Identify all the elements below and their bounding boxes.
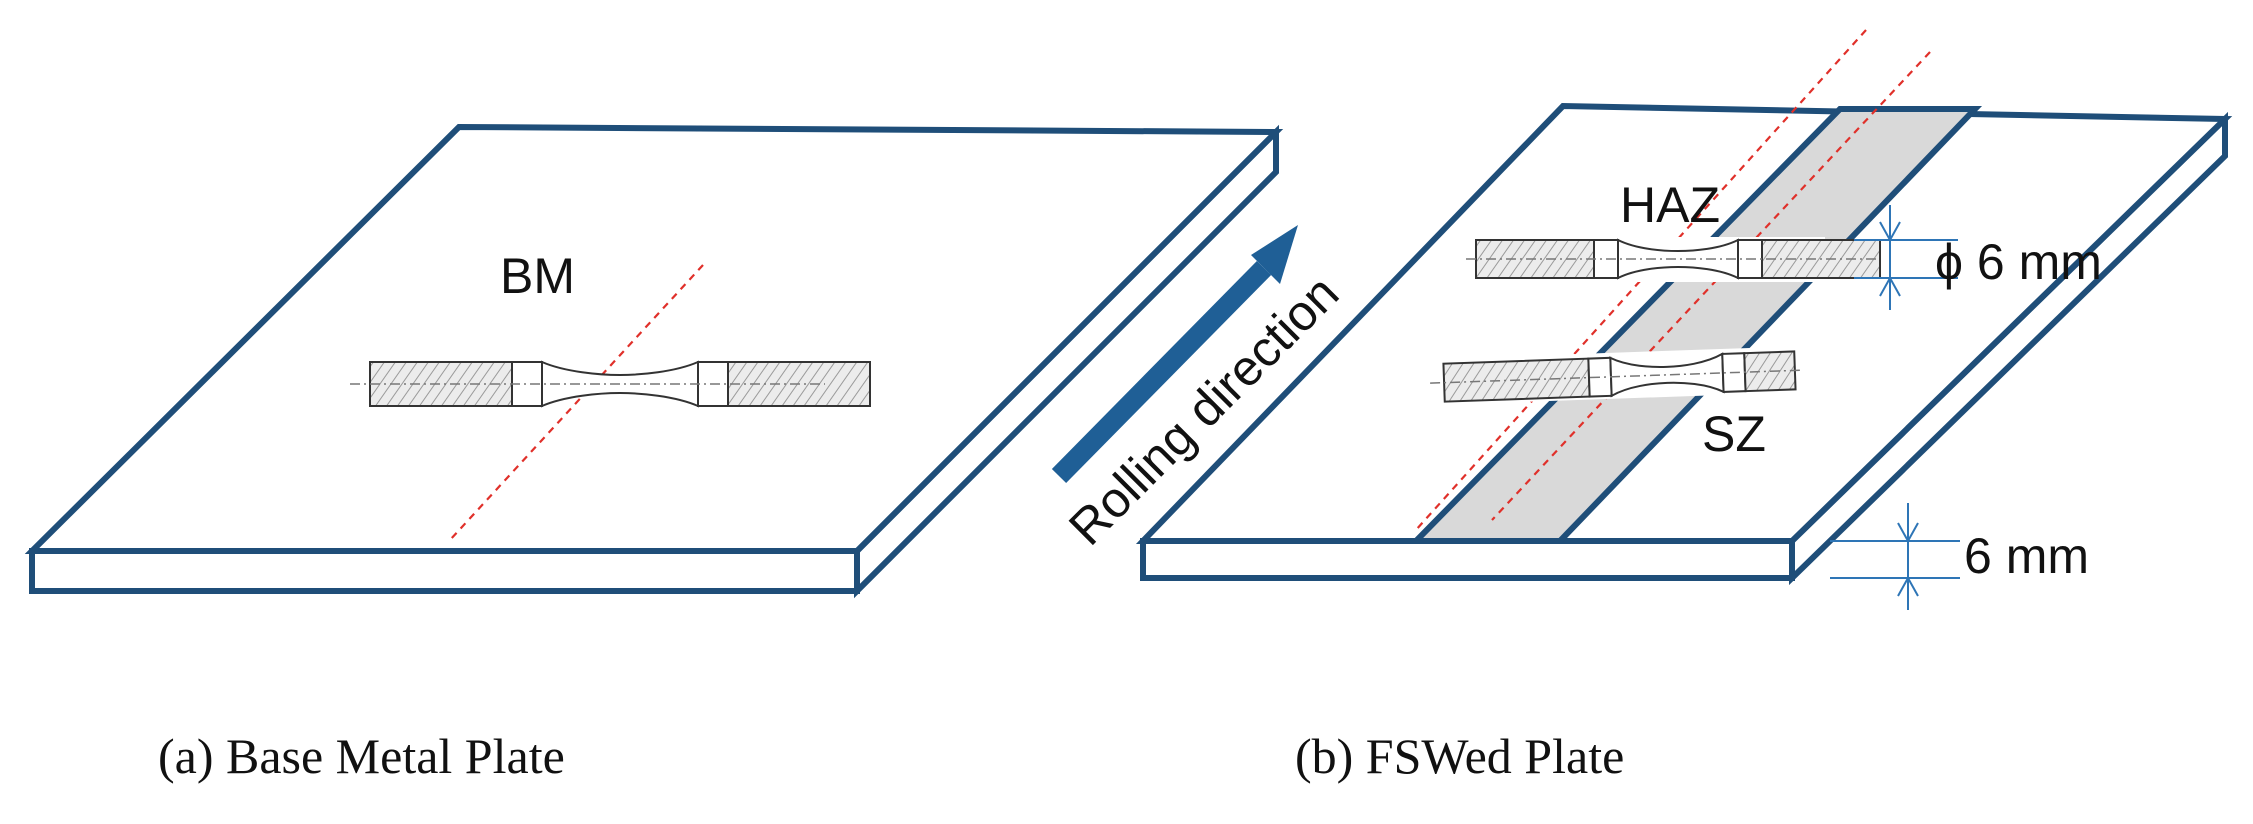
label-haz: HAZ [1620,177,1720,233]
label-sz: SZ [1702,406,1766,462]
thk-arrow-bottom-icon [1897,575,1919,597]
label-diameter: ϕ 6 mm [1935,234,2102,290]
plate-b-side-front [1140,538,1795,581]
caption-a: (a) Base Metal Plate [158,728,565,784]
red-dashed-line-b1 [1414,29,1867,532]
tensile-specimen-bm [350,360,871,408]
thk-arrow-top-icon [1897,522,1919,544]
panel-a-base-metal-plate: BM (a) Base Metal Plate [24,123,1284,784]
caption-b: (b) FSWed Plate [1295,728,1624,784]
label-thickness: 6 mm [1964,528,2089,584]
arrow-shaft [1051,260,1272,484]
tensile-specimen-sz [1429,346,1800,406]
plate-a-side-front [29,548,860,594]
diameter-dimension: ϕ 6 mm [1854,205,2102,310]
dim-arrow-bottom-icon [1879,275,1901,297]
dim-arrow-top-icon [1879,221,1901,243]
label-bm: BM [500,248,575,304]
specimen-sz-axis [1430,369,1800,384]
panel-b-fswed-plate: ϕ 6 mm 6 mm HAZ SZ (b) FSWed Plate [1135,29,2233,784]
plate-a-top-face [24,123,1284,554]
tensile-specimen-haz [1465,237,1881,282]
red-dashed-line-a [449,264,704,541]
thickness-dimension: 6 mm [1830,503,2089,610]
red-dashed-line-b2 [1491,51,1931,521]
arrow-head-icon [1251,225,1298,284]
